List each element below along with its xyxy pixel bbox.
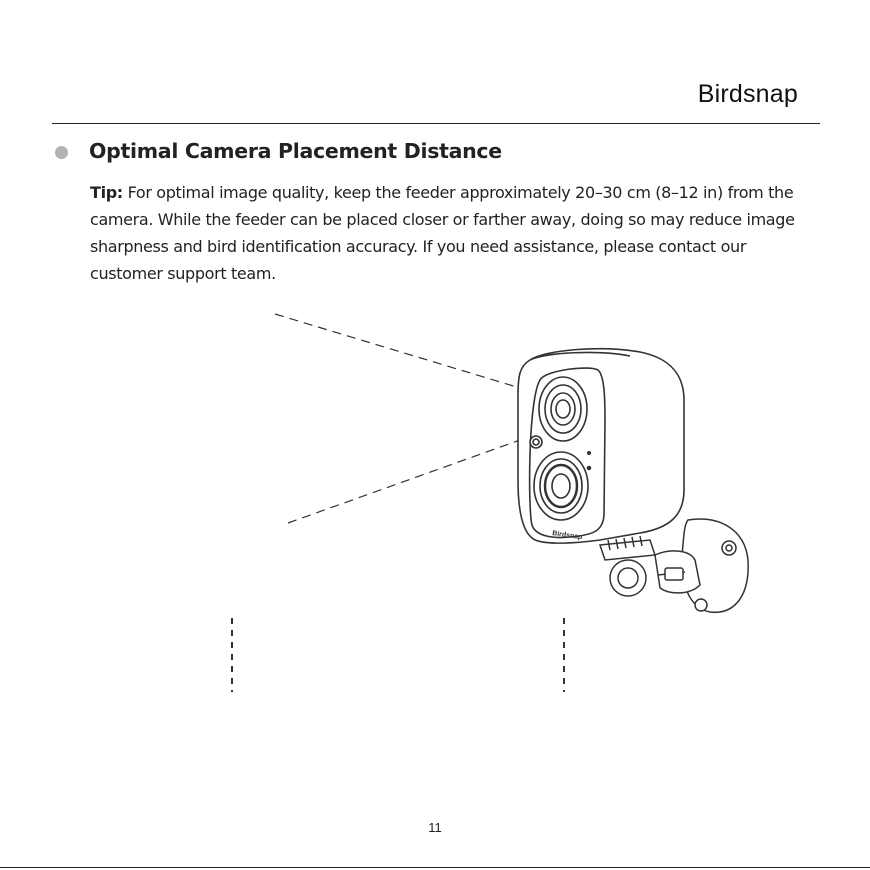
wall-mount-bracket-icon — [598, 518, 749, 613]
tip-text: For optimal image quality, keep the feed… — [90, 183, 795, 283]
tip-label: Tip: — [90, 183, 123, 202]
header-divider — [52, 123, 820, 124]
brand-name: Birdsnap — [697, 80, 798, 108]
camera-logo-text: Birdsnap — [552, 530, 583, 541]
camera-icon — [517, 347, 685, 544]
section-title: Optimal Camera Placement Distance — [89, 139, 502, 163]
tip-paragraph: Tip: For optimal image quality, keep the… — [90, 179, 802, 287]
camera-placement-illustration: Birdsnap — [231, 313, 749, 692]
field-of-view-lines — [274, 313, 521, 524]
page-number: 11 — [428, 820, 442, 835]
distance-markers — [231, 618, 565, 692]
section-bullet-icon — [55, 146, 68, 159]
footer-divider — [0, 867, 870, 868]
